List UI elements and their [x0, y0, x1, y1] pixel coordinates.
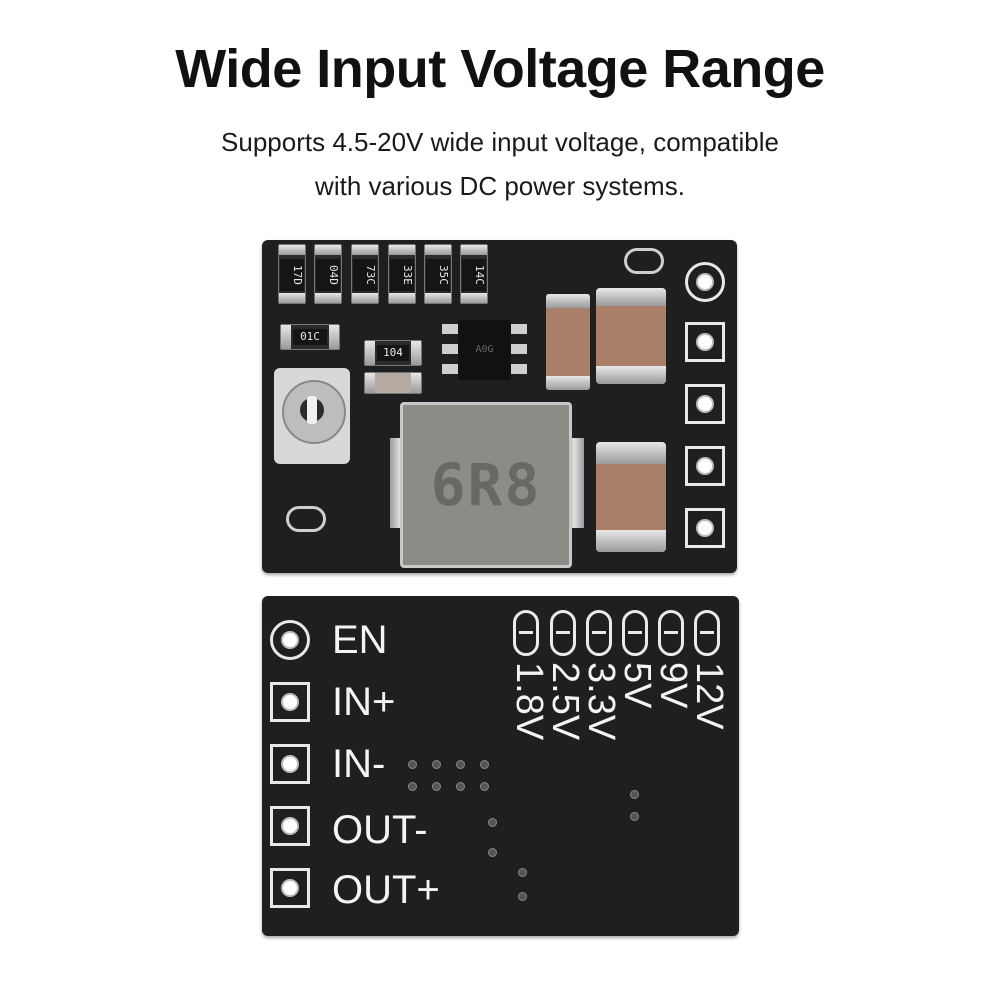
ic-marking: A0G: [458, 320, 511, 380]
pin-pad-en[interactable]: [270, 620, 310, 660]
pin-label-en: EN: [332, 618, 388, 662]
resistor-5: 35C: [424, 244, 452, 304]
voltage-label-1-8v: 1.8V: [508, 662, 550, 741]
potentiometer[interactable]: [274, 368, 350, 464]
pin-pad-top[interactable]: [685, 508, 725, 548]
regulator-ic: A0G: [442, 320, 527, 380]
resistor-code: 14C: [462, 259, 486, 291]
pin-pad-in-plus[interactable]: [270, 682, 310, 722]
page-title: Wide Input Voltage Range: [175, 39, 825, 99]
capacitor-3: [596, 442, 666, 552]
resistor-2: 04D: [314, 244, 342, 304]
resistor-code: 01C: [293, 329, 327, 345]
resistor-3: 73C: [351, 244, 379, 304]
pin-pad-in-minus[interactable]: [270, 744, 310, 784]
pcb-top-side: 17D 04D 73C 33E 35C 14C 01C 104: [262, 240, 737, 573]
resistor-6: 14C: [460, 244, 488, 304]
pin-label-in-plus: IN+: [332, 680, 396, 724]
pin-pad-out-plus[interactable]: [270, 868, 310, 908]
inductor-marking: 6R8: [430, 451, 542, 519]
jumper-9v[interactable]: [658, 610, 684, 656]
pin-label-in-minus: IN-: [332, 742, 386, 786]
subtitle-line-2: with various DC power systems.: [315, 171, 685, 201]
capacitor-small: [364, 372, 422, 394]
resistor-1: 17D: [278, 244, 306, 304]
mounting-pad: [286, 506, 326, 532]
pin-pad-top[interactable]: [685, 384, 725, 424]
resistor-code: 35C: [426, 259, 450, 291]
pcb-bottom-side: EN IN+ IN- OUT- OUT+ 1.8V 2.5V 3.3V 5V 9…: [262, 596, 739, 936]
pin-label-out-plus: OUT+: [332, 868, 440, 912]
resistor-code: 33E: [390, 259, 414, 291]
voltage-label-2-5v: 2.5V: [544, 662, 586, 741]
voltage-label-12v: 12V: [688, 662, 730, 730]
pin-label-out-minus: OUT-: [332, 808, 428, 852]
resistor-small-1: 01C: [280, 324, 340, 350]
jumper-5v[interactable]: [622, 610, 648, 656]
capacitor-1: [546, 294, 590, 390]
voltage-label-5v: 5V: [616, 662, 658, 709]
jumper-2-5v[interactable]: [550, 610, 576, 656]
resistor-code: 04D: [316, 259, 340, 291]
jumper-1-8v[interactable]: [513, 610, 539, 656]
resistor-code: 73C: [353, 259, 377, 291]
pin-pad-top[interactable]: [685, 322, 725, 362]
pin-pad-out-minus[interactable]: [270, 806, 310, 846]
resistor-code: 17D: [280, 259, 304, 291]
capacitor-2: [596, 288, 666, 384]
resistor-small-2: 104: [364, 340, 422, 366]
jumper-3-3v[interactable]: [586, 610, 612, 656]
pin-pad-en-top[interactable]: [685, 262, 725, 302]
jumper-12v[interactable]: [694, 610, 720, 656]
resistor-4: 33E: [388, 244, 416, 304]
resistor-code: 104: [377, 345, 409, 361]
voltage-label-9v: 9V: [652, 662, 694, 709]
subtitle-line-1: Supports 4.5-20V wide input voltage, com…: [221, 127, 779, 157]
inductor: 6R8: [400, 402, 572, 568]
pin-pad-top[interactable]: [685, 446, 725, 486]
mounting-pad: [624, 248, 664, 274]
voltage-label-3-3v: 3.3V: [580, 662, 622, 741]
